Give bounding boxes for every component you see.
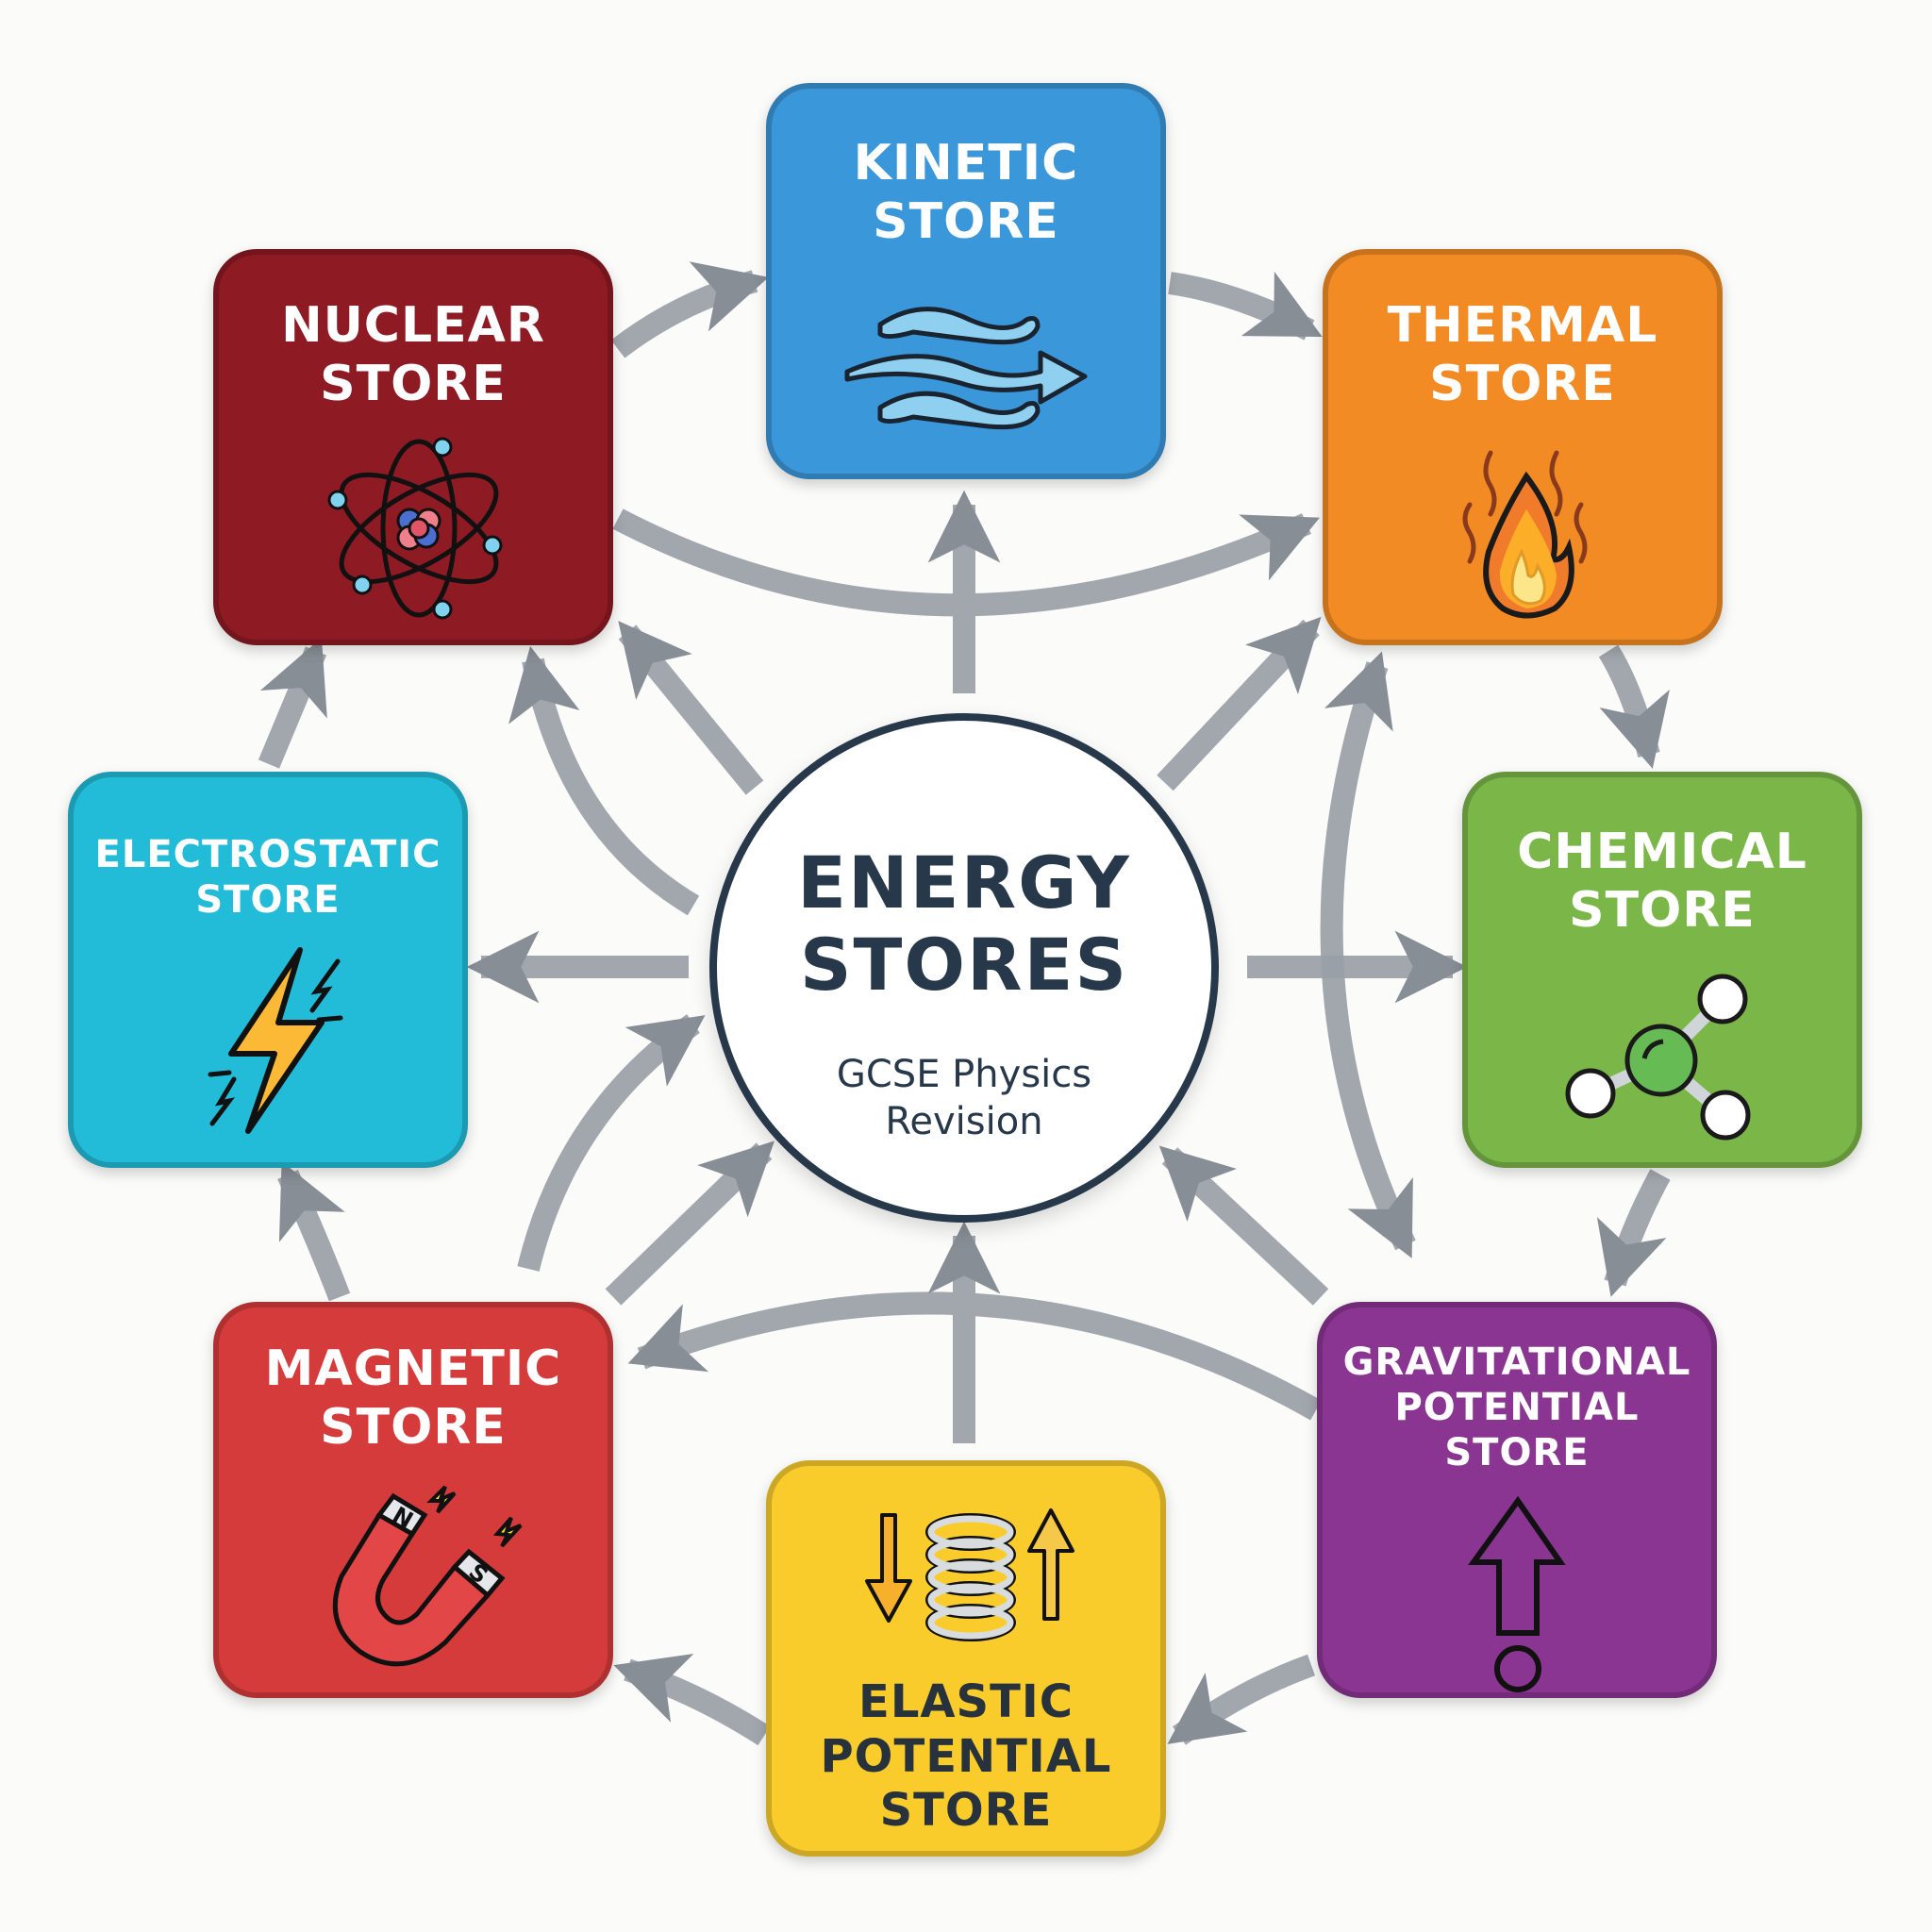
arrow-magnetic-to-center xyxy=(605,1141,775,1306)
motion-arrow-waves-icon xyxy=(844,307,1088,430)
arrow-gravitational-to-center xyxy=(1158,1145,1329,1306)
atom-icon xyxy=(327,437,503,620)
nuclear-store-card: NUCLEAR STORE xyxy=(213,249,613,645)
thermal-store-card: THERMAL STORE xyxy=(1323,249,1723,645)
nuclear-store-label: NUCLEAR STORE xyxy=(281,297,545,413)
arrow-nuclear-to-kinetic xyxy=(610,261,769,358)
electrostatic-store-label: ELECTROSTATIC STORE xyxy=(94,833,441,922)
arrow-nuclear-curve-out xyxy=(508,645,700,916)
arrow-electrostatic-to-nuclear xyxy=(258,637,327,769)
arrow-thermal-to-chemical xyxy=(1598,644,1670,769)
kinetic-store-label: KINETIC STORE xyxy=(853,135,1079,251)
arrow-gravitational-thermal-bidirectional xyxy=(1320,651,1416,1258)
gravitational-potential-store-card: GRAVITATIONAL POTENTIAL STORE xyxy=(1317,1302,1717,1698)
arrow-kinetic-to-thermal xyxy=(1168,271,1323,341)
kinetic-store-card: KINETIC STORE xyxy=(766,83,1166,479)
arrow-center-to-thermal xyxy=(1157,616,1322,791)
magnetic-store-card: MAGNETIC STORE N S xyxy=(213,1302,613,1698)
flame-icon xyxy=(1462,450,1588,619)
arrow-gravitational-to-elastic xyxy=(1167,1654,1316,1745)
elastic-potential-store-card: ELASTIC POTENTIAL STORE xyxy=(766,1460,1166,1857)
hub-subtitle: GCSE Physics Revision xyxy=(836,1053,1092,1143)
arrow-gravitational-to-magnetic xyxy=(627,1291,1322,1421)
arrow-elastic-to-magnetic xyxy=(613,1654,771,1746)
arrow-chemical-to-gravitational xyxy=(1596,1169,1671,1297)
molecule-icon xyxy=(1565,974,1751,1141)
energy-stores-hub: ENERGY STORES GCSE Physics Revision xyxy=(709,713,1219,1223)
arrow-magnetic-to-electrostatic xyxy=(277,1161,351,1302)
elastic-potential-store-label: ELASTIC POTENTIAL STORE xyxy=(820,1675,1112,1838)
thermal-store-label: THERMAL STORE xyxy=(1387,297,1658,413)
horseshoe-magnet-icon: N S xyxy=(332,1485,523,1667)
electrostatic-store-card: ELECTROSTATIC STORE xyxy=(68,772,468,1168)
hub-title: ENERGY STORES xyxy=(797,841,1131,1008)
magnetic-store-label: MAGNETIC STORE xyxy=(264,1341,562,1457)
lightning-bolt-icon xyxy=(208,947,343,1134)
chemical-store-card: CHEMICAL STORE xyxy=(1462,772,1862,1168)
gravitational-potential-store-label: GRAVITATIONAL POTENTIAL STORE xyxy=(1342,1341,1691,1474)
arrow-center-to-nuclear xyxy=(618,621,764,795)
spring-icon xyxy=(865,1508,1074,1641)
up-arrow-ball-icon xyxy=(1468,1496,1566,1692)
arrow-magnetic-to-center-curve xyxy=(517,1014,706,1272)
chemical-store-label: CHEMICAL STORE xyxy=(1517,824,1807,940)
